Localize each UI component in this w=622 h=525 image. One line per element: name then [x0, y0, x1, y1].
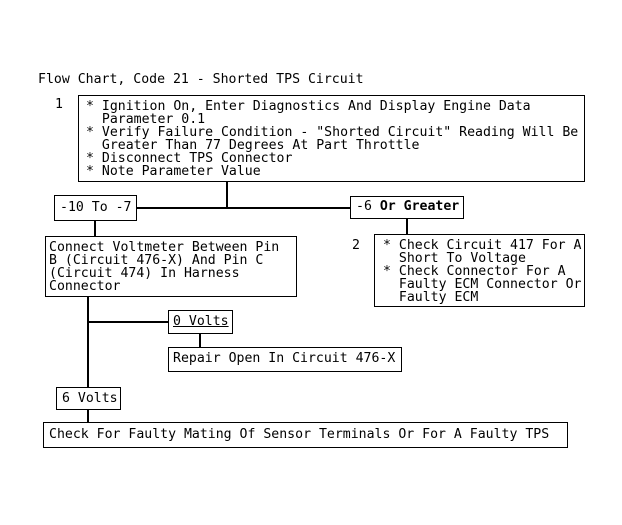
step2-line: * Check Connector For A [383, 264, 566, 279]
step2-number: 2 [352, 238, 360, 253]
connector-step1-down [226, 181, 228, 208]
box-six-volts: 6 Volts [56, 387, 121, 410]
step2-line: Faulty ECM Connector Or [383, 277, 582, 292]
zero-volts-label: 0 Volts [173, 314, 229, 329]
box-zero-volts: 0 Volts [168, 310, 233, 334]
page-title: Flow Chart, Code 21 - Shorted TPS Circui… [38, 72, 364, 87]
connector-six-volts-down [87, 410, 89, 423]
connector-voltmeter-down [87, 297, 89, 387]
box-step1-instructions: * Ignition On, Enter Diagnostics And Dis… [78, 95, 585, 182]
connector-branch-rail [137, 207, 350, 209]
box-check-tps: Check For Faulty Mating Of Sensor Termin… [43, 422, 568, 448]
connector-zero-volts-branch [88, 321, 168, 323]
box-repair-open: Repair Open In Circuit 476-X [168, 347, 402, 372]
branch-high-label: -6 Or Greater [356, 200, 463, 213]
box-connect-voltmeter: Connect Voltmeter Between Pin B (Circuit… [45, 236, 297, 297]
voltmeter-line: (Circuit 474) In Harness [49, 266, 240, 281]
box-step2-checks: * Check Circuit 417 For A Short To Volta… [374, 234, 585, 307]
voltmeter-line: Connect Voltmeter Between Pin [49, 240, 280, 255]
connector-low-down [94, 221, 96, 236]
six-volts-label: 6 Volts [62, 391, 118, 406]
connector-high-down [406, 218, 408, 234]
repair-open-label: Repair Open In Circuit 476-X [173, 351, 396, 366]
step1-line: * Verify Failure Condition - "Shorted Ci… [86, 125, 579, 140]
branch-high-prefix: -6 [356, 199, 380, 214]
step2-line: * Check Circuit 417 For A [383, 238, 582, 253]
check-tps-label: Check For Faulty Mating Of Sensor Termin… [49, 427, 550, 442]
connector-zero-volts-down [199, 334, 201, 347]
step1-line: * Ignition On, Enter Diagnostics And Dis… [86, 99, 531, 114]
step1-line: Parameter 0.1 [86, 112, 206, 127]
step2-line: Short To Voltage [383, 251, 526, 266]
voltmeter-line: B (Circuit 476-X) And Pin C [49, 253, 264, 268]
step1-line: * Disconnect TPS Connector [86, 151, 293, 166]
step1-number: 1 [55, 97, 63, 112]
step2-line: Faulty ECM [383, 290, 479, 305]
box-branch-high: -6 Or Greater [350, 196, 464, 219]
step1-line: * Note Parameter Value [86, 164, 261, 179]
voltmeter-line: Connector [49, 279, 121, 294]
box-branch-low: -10 To -7 [54, 195, 137, 221]
branch-high-bold: Or Greater [379, 199, 460, 214]
step1-line: Greater Than 77 Degrees At Part Throttle [86, 138, 420, 153]
branch-low-label: -10 To -7 [60, 200, 132, 215]
